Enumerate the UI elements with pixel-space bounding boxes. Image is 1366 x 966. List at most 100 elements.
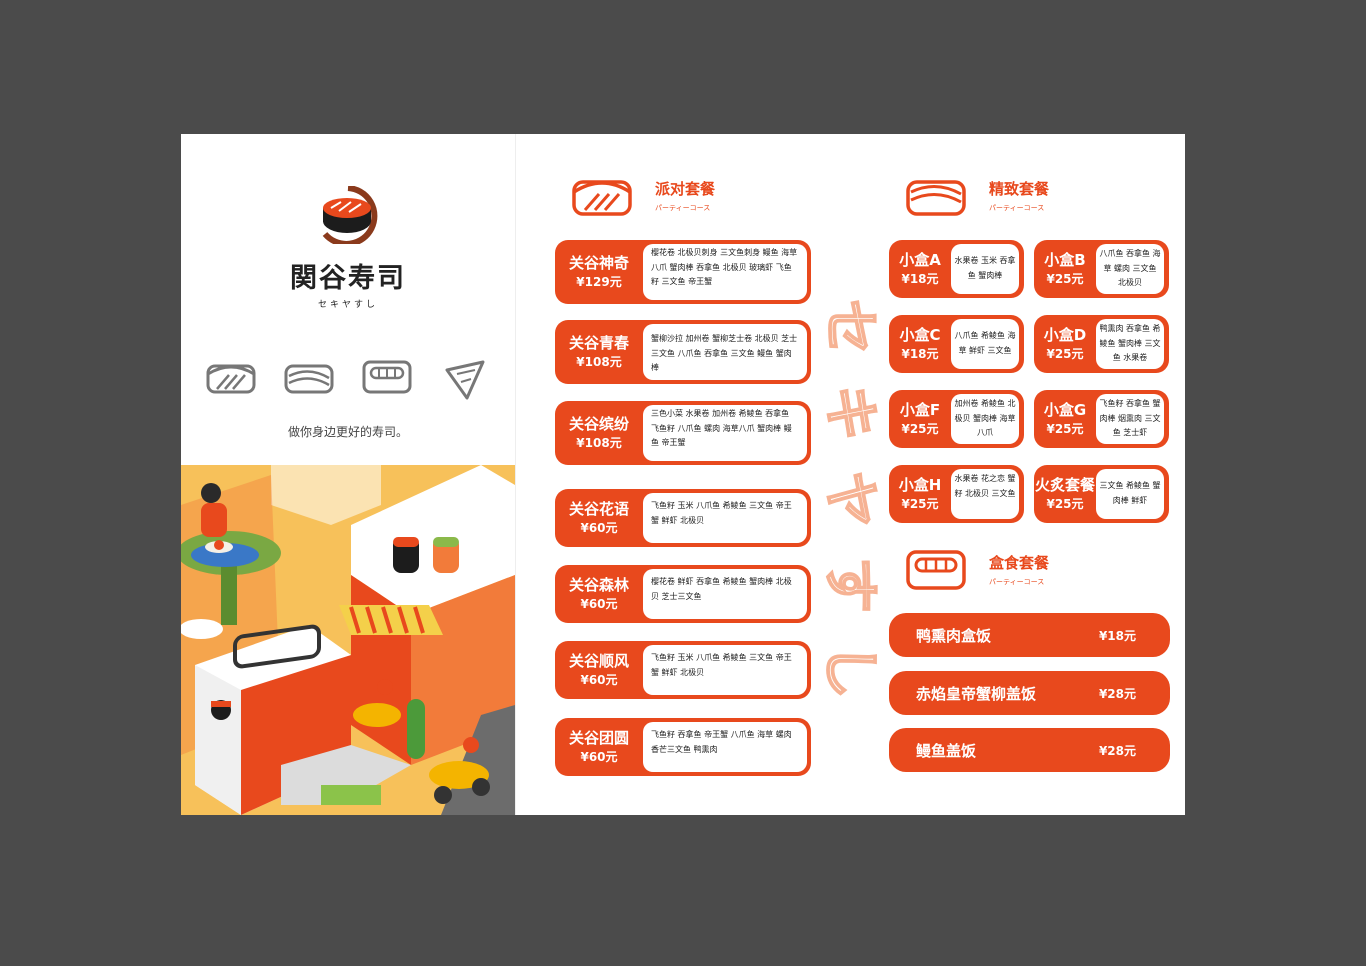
- card-price: ¥18元: [901, 347, 939, 361]
- card-price: ¥60元: [580, 673, 618, 687]
- card-name: 关谷森林: [568, 576, 629, 594]
- card-description: 飞鱼籽 玉米 八爪鱼 希鲮鱼 三文鱼 帝王蟹 鲜虾 北极贝: [643, 493, 807, 543]
- pill-price: ¥28元: [1098, 686, 1136, 701]
- decor-kana-4: す: [816, 556, 883, 614]
- card-description: 水果卷 玉米 吞拿鱼 蟹肉棒: [951, 244, 1019, 294]
- card-description: 鸭熏肉 吞拿鱼 希鲮鱼 蟹肉棒 三文鱼 水果卷: [1096, 319, 1164, 369]
- card-name: 关谷缤纷: [568, 415, 629, 433]
- decor-kana-1: セ: [816, 298, 883, 356]
- card-name: 小盒B: [1044, 251, 1086, 269]
- card-price: ¥25元: [901, 422, 939, 436]
- card-price: ¥25元: [1046, 497, 1084, 511]
- card-description: 飞鱼籽 吞拿鱼 帝王蟹 八爪鱼 海草 螺肉 香芒三文鱼 鸭熏肉: [643, 722, 807, 772]
- card-price: ¥108元: [576, 355, 622, 369]
- party-section-header: 派对套餐 パーティーコース: [571, 172, 715, 218]
- party-card[interactable]: 关谷青春 ¥108元 蟹柳沙拉 加州卷 蟹柳芝士卷 北极贝 芝士 三文鱼 八爪鱼 …: [555, 320, 811, 384]
- card-description: 樱花卷 北极贝刺身 三文鱼刺身 鳗鱼 海草 八爪 蟹肉棒 吞拿鱼 北极贝 玻璃虾…: [643, 244, 807, 300]
- card-price: ¥25元: [1046, 422, 1084, 436]
- decor-kana-2: キ: [816, 384, 883, 442]
- decor-kana-3: ヤ: [816, 470, 883, 528]
- box-section-header: 盒食套餐 パーティーコース: [905, 546, 1049, 592]
- fine-card[interactable]: 小盒F ¥25元 加州卷 希鲮鱼 北极贝 蟹肉棒 海草八爪: [889, 390, 1024, 448]
- card-price: ¥25元: [1046, 347, 1084, 361]
- fine-section-header: 精致套餐 パーティーコース: [905, 172, 1049, 218]
- card-price: ¥60元: [580, 521, 618, 535]
- party-card[interactable]: 关谷团圆 ¥60元 飞鱼籽 吞拿鱼 帝王蟹 八爪鱼 海草 螺肉 香芒三文鱼 鸭熏肉: [555, 718, 811, 776]
- party-section-title: 派对套餐: [655, 179, 716, 198]
- fine-section-title: 精致套餐: [989, 179, 1050, 198]
- pill-price: ¥18元: [1098, 628, 1136, 643]
- card-name: 关谷花语: [568, 500, 629, 518]
- party-card[interactable]: 关谷顺风 ¥60元 飞鱼籽 玉米 八爪鱼 希鲮鱼 三文鱼 帝王蟹 鲜虾 北极贝: [555, 641, 811, 699]
- decorative-kana-column: セ キ ヤ す し: [816, 284, 883, 714]
- brand-name: 関谷寿司: [290, 263, 406, 294]
- card-description: 三色小菜 水果卷 加州卷 希鲮鱼 吞拿鱼 飞鱼籽 八爪鱼 螺肉 海草八爪 蟹肉棒…: [643, 405, 807, 461]
- sushi-icon-row: [205, 356, 491, 400]
- card-description: 蟹柳沙拉 加州卷 蟹柳芝士卷 北极贝 芝士 三文鱼 八爪鱼 吞拿鱼 三文鱼 鳗鱼…: [643, 324, 807, 380]
- tuna-nigiri-icon: [906, 180, 966, 216]
- card-price: ¥25元: [1046, 272, 1084, 286]
- menu-sheet: 関谷寿司 セキヤすし 做你身边更好的寿司。: [181, 134, 1185, 815]
- party-card[interactable]: 关谷花语 ¥60元 飞鱼籽 玉米 八爪鱼 希鲮鱼 三文鱼 帝王蟹 鲜虾 北极贝: [555, 489, 811, 547]
- card-name: 小盒F: [899, 401, 941, 419]
- brand-tagline: 做你身边更好的寿司。: [287, 425, 408, 439]
- brand-kana: セキヤすし: [317, 300, 378, 310]
- card-name: 关谷神奇: [568, 254, 629, 272]
- isometric-shop-illustration: [181, 465, 515, 815]
- card-description: 飞鱼籽 吞拿鱼 蟹肉棒 烟熏肉 三文鱼 芝士虾: [1096, 394, 1164, 444]
- brand-logo-block: 関谷寿司 セキヤすし: [181, 185, 515, 310]
- maki-roll-icon: [362, 360, 412, 394]
- party-card[interactable]: 关谷神奇 ¥129元 樱花卷 北极贝刺身 三文鱼刺身 鳗鱼 海草 八爪 蟹肉棒 吞…: [555, 240, 811, 304]
- fine-section-subtitle: パーティーコース: [989, 203, 1045, 212]
- box-meal-pill[interactable]: 赤焰皇帝蟹柳盖饭 ¥28元: [889, 671, 1170, 715]
- decor-kana-5: し: [816, 642, 883, 700]
- card-description: 樱花卷 鲜虾 吞拿鱼 希鲮鱼 蟹肉棒 北极贝 芝士三文鱼: [643, 569, 807, 619]
- salmon-nigiri-icon: [206, 364, 256, 394]
- card-description: 加州卷 希鲮鱼 北极贝 蟹肉棒 海草八爪: [951, 394, 1019, 444]
- menu-panel: セ キ ヤ す し 派对套餐 パーティーコース 关谷神奇 ¥129元 樱花卷 北极…: [515, 134, 1185, 815]
- pill-name: 鸭熏肉盒饭: [916, 626, 992, 645]
- pill-price: ¥28元: [1098, 743, 1136, 758]
- fine-card[interactable]: 小盒H¥25元 水果卷 花之恋 蟹籽 北极贝 三文鱼: [889, 465, 1024, 523]
- fine-card[interactable]: 小盒B ¥25元 八爪鱼 吞拿鱼 海草 螺肉 三文鱼 北极贝: [1034, 240, 1169, 298]
- fine-card[interactable]: 小盒G ¥25元 飞鱼籽 吞拿鱼 蟹肉棒 烟熏肉 三文鱼 芝士虾: [1034, 390, 1169, 448]
- card-description: 飞鱼籽 玉米 八爪鱼 希鲮鱼 三文鱼 帝王蟹 鲜虾 北极贝: [643, 645, 807, 695]
- sushi-logo-icon: [322, 185, 378, 247]
- card-name: 关谷顺风: [568, 652, 629, 670]
- cover-panel: 関谷寿司 セキヤすし 做你身边更好的寿司。: [181, 134, 516, 815]
- card-name: 小盒G: [1043, 401, 1087, 419]
- card-name: 小盒C: [899, 326, 941, 344]
- fine-card[interactable]: 小盒D ¥25元 鸭熏肉 吞拿鱼 希鲮鱼 蟹肉棒 三文鱼 水果卷: [1034, 315, 1169, 373]
- card-price: ¥129元: [576, 275, 622, 289]
- card-name: 关谷团圆: [568, 729, 629, 747]
- fine-card[interactable]: 火炙套餐 ¥25元 三文鱼 希鲮鱼 蟹肉棒 鲜虾: [1034, 465, 1169, 523]
- pill-name: 鳗鱼盖饭: [916, 741, 977, 760]
- card-description: 八爪鱼 吞拿鱼 海草 螺肉 三文鱼 北极贝: [1096, 244, 1164, 294]
- card-price: ¥60元: [580, 750, 618, 764]
- card-price: ¥25元: [901, 497, 939, 511]
- card-name: 火炙套餐: [1034, 476, 1095, 494]
- card-description: 三文鱼 希鲮鱼 蟹肉棒 鲜虾: [1096, 469, 1164, 519]
- box-section-title: 盒食套餐: [989, 553, 1050, 572]
- fine-card[interactable]: 小盒C ¥18元 八爪鱼 希鲮鱼 海草 鲜虾 三文鱼: [889, 315, 1024, 373]
- card-description: 八爪鱼 希鲮鱼 海草 鲜虾 三文鱼: [951, 319, 1019, 369]
- maki-roll-icon: [906, 550, 966, 590]
- card-price: ¥18元: [901, 272, 939, 286]
- card-price: ¥60元: [580, 597, 618, 611]
- card-name: 小盒D: [1043, 326, 1087, 344]
- party-card[interactable]: 关谷缤纷 ¥108元 三色小菜 水果卷 加州卷 希鲮鱼 吞拿鱼 飞鱼籽 八爪鱼 螺…: [555, 401, 811, 465]
- card-name: 小盒A: [899, 251, 941, 269]
- box-meal-pill[interactable]: 鳗鱼盖饭 ¥28元: [889, 728, 1170, 772]
- party-card[interactable]: 关谷森林 ¥60元 樱花卷 鲜虾 吞拿鱼 希鲮鱼 蟹肉棒 北极贝 芝士三文鱼: [555, 565, 811, 623]
- pill-name: 赤焰皇帝蟹柳盖饭: [916, 684, 1037, 703]
- party-section-subtitle: パーティーコース: [655, 203, 711, 212]
- card-name: 关谷青春: [568, 334, 629, 352]
- box-section-subtitle: パーティーコース: [989, 577, 1045, 586]
- tuna-nigiri-icon: [284, 364, 334, 394]
- fine-card[interactable]: 小盒A ¥18元 水果卷 玉米 吞拿鱼 蟹肉棒: [889, 240, 1024, 298]
- salmon-nigiri-icon: [572, 180, 632, 216]
- card-price: ¥108元: [576, 436, 622, 450]
- box-meal-pill[interactable]: 鸭熏肉盒饭 ¥18元: [889, 613, 1170, 657]
- card-name: 小盒H: [898, 476, 942, 494]
- temaki-cone-icon: [445, 360, 485, 400]
